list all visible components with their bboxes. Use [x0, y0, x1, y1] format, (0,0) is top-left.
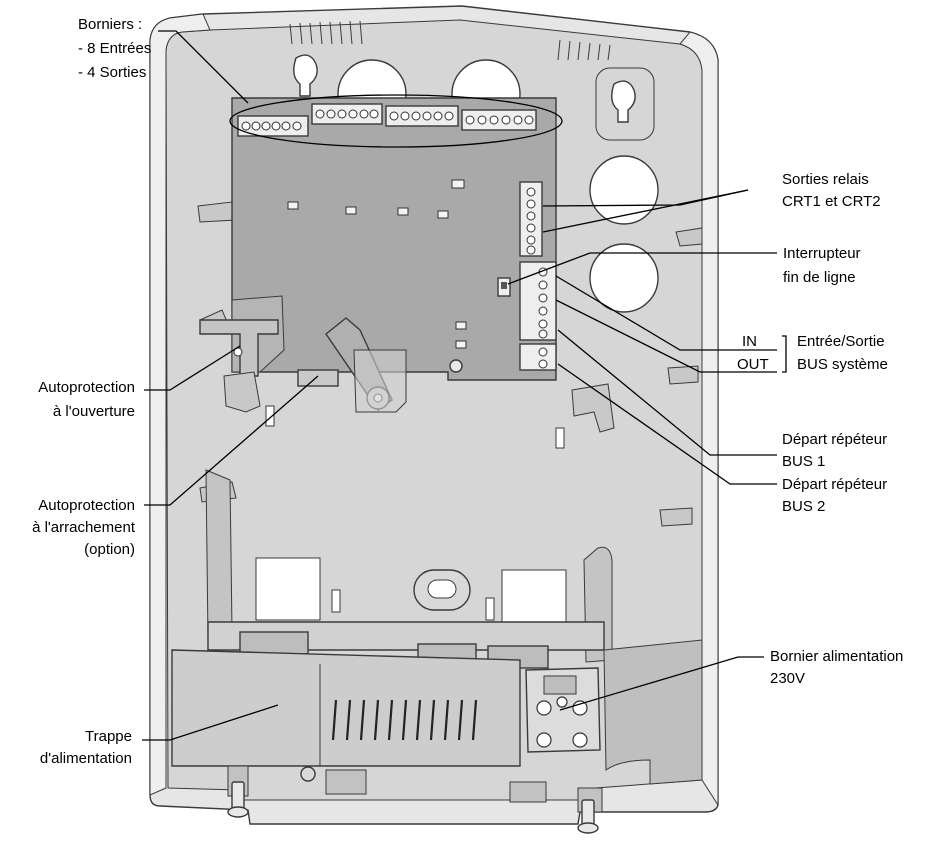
- label-sorties-relais-1: Sorties relais: [782, 171, 869, 188]
- label-trappe-1: Trappe: [85, 728, 132, 745]
- power-cover-area: [171, 621, 703, 834]
- slot-4: [485, 597, 495, 621]
- leader-arrachement: [144, 375, 319, 506]
- top-vent-ribs: [289, 20, 611, 61]
- cover-tab-left: [239, 631, 309, 655]
- leader-interrupteur: [507, 252, 777, 285]
- leader-borniers: [158, 30, 249, 104]
- borniers-highlight-ellipse: [229, 94, 563, 148]
- right-keyhole-frame: [595, 67, 655, 141]
- leader-out: [555, 299, 777, 373]
- label-out: OUT: [737, 356, 769, 373]
- leader-sorties-relais-b: [542, 189, 749, 233]
- pcb: [199, 94, 563, 413]
- switch-knob: [501, 282, 507, 289]
- bus-terminal-block: [519, 261, 557, 341]
- label-sorties-relais-2: CRT1 et CRT2: [782, 193, 881, 210]
- label-depart-bus1-1: Départ répéteur: [782, 431, 887, 448]
- left-latch: [223, 371, 261, 413]
- window-right: [501, 569, 567, 627]
- leader-bus1: [557, 329, 777, 456]
- label-arrachement-3: (option): [84, 541, 135, 558]
- pulloff-tamper: [297, 369, 339, 387]
- cable-hole-right-1: [589, 155, 659, 225]
- label-depart-bus2-1: Départ répéteur: [782, 476, 887, 493]
- label-in: IN: [742, 333, 757, 350]
- right-lower-corner: [603, 639, 703, 785]
- cable-hole-right-2: [589, 243, 659, 313]
- central-oval-hole: [427, 579, 457, 599]
- bottom-screws: [227, 781, 599, 834]
- label-depart-bus2-2: BUS 2: [782, 498, 825, 515]
- tamper-bracket: [353, 349, 407, 413]
- power-access-cover: [171, 649, 521, 767]
- bus-bracket: [782, 335, 787, 373]
- label-bornier-alim-1: Bornier alimentation: [770, 648, 903, 665]
- left-rail: [205, 469, 233, 641]
- label-arrachement-2: à l'arrachement: [32, 519, 136, 536]
- label-trappe-2: d'alimentation: [40, 750, 132, 767]
- slot-2: [555, 427, 565, 449]
- slot-1: [265, 405, 275, 427]
- label-borniers-sorties: - 4 Sorties: [78, 64, 146, 81]
- label-borniers-title: Borniers :: [78, 16, 142, 33]
- repeater-terminal-block: [519, 343, 557, 371]
- terminal-block-2: [311, 103, 383, 125]
- left-clip-1: [197, 201, 237, 223]
- label-ouverture-1: Autoprotection: [38, 379, 135, 396]
- power-terminal-cap: [543, 675, 577, 695]
- opening-tamper-switch: [199, 319, 279, 377]
- label-bus-systeme-2: BUS système: [797, 356, 888, 373]
- pcb-leds: [287, 179, 467, 349]
- label-ouverture-2: à l'ouverture: [53, 403, 135, 420]
- label-depart-bus1-2: BUS 1: [782, 453, 825, 470]
- leader-trappe: [142, 704, 279, 741]
- terminal-block-4: [461, 109, 537, 131]
- relay-terminal-screws: [526, 187, 536, 255]
- leader-in: [555, 275, 777, 351]
- label-interrupteur-1: Interrupteur: [783, 245, 861, 262]
- label-bus-systeme-1: Entrée/Sortie: [797, 333, 885, 350]
- label-arrachement-1: Autoprotection: [38, 497, 135, 514]
- repeater-terminal-screws: [538, 347, 548, 369]
- right-clip-1: [675, 227, 703, 247]
- reset-button: [449, 359, 463, 373]
- terminal-screws-top: [241, 109, 534, 131]
- terminal-block-3: [385, 105, 459, 127]
- right-clip-3: [659, 507, 693, 527]
- terminal-strips-top: [237, 103, 537, 137]
- bus-terminal-screws: [538, 267, 548, 339]
- label-interrupteur-2: fin de ligne: [783, 269, 856, 286]
- leader-bornier-alim: [559, 656, 764, 711]
- leader-ouverture: [144, 345, 241, 391]
- leader-bus2: [557, 363, 777, 485]
- window-left: [255, 557, 321, 621]
- label-bornier-alim-2: 230V: [770, 670, 805, 687]
- bottom-screw-hole: [300, 766, 316, 782]
- leader-lines: [142, 30, 787, 741]
- slot-3: [331, 589, 341, 613]
- callout-labels: Borniers : - 8 Entrées - 4 Sorties Sorti…: [32, 16, 903, 767]
- cover-vent-slots: [331, 699, 478, 741]
- label-borniers-entrees: - 8 Entrées: [78, 40, 151, 57]
- housing-left-rim: [149, 13, 211, 796]
- left-keyhole: [293, 54, 318, 97]
- right-keyhole: [611, 80, 636, 123]
